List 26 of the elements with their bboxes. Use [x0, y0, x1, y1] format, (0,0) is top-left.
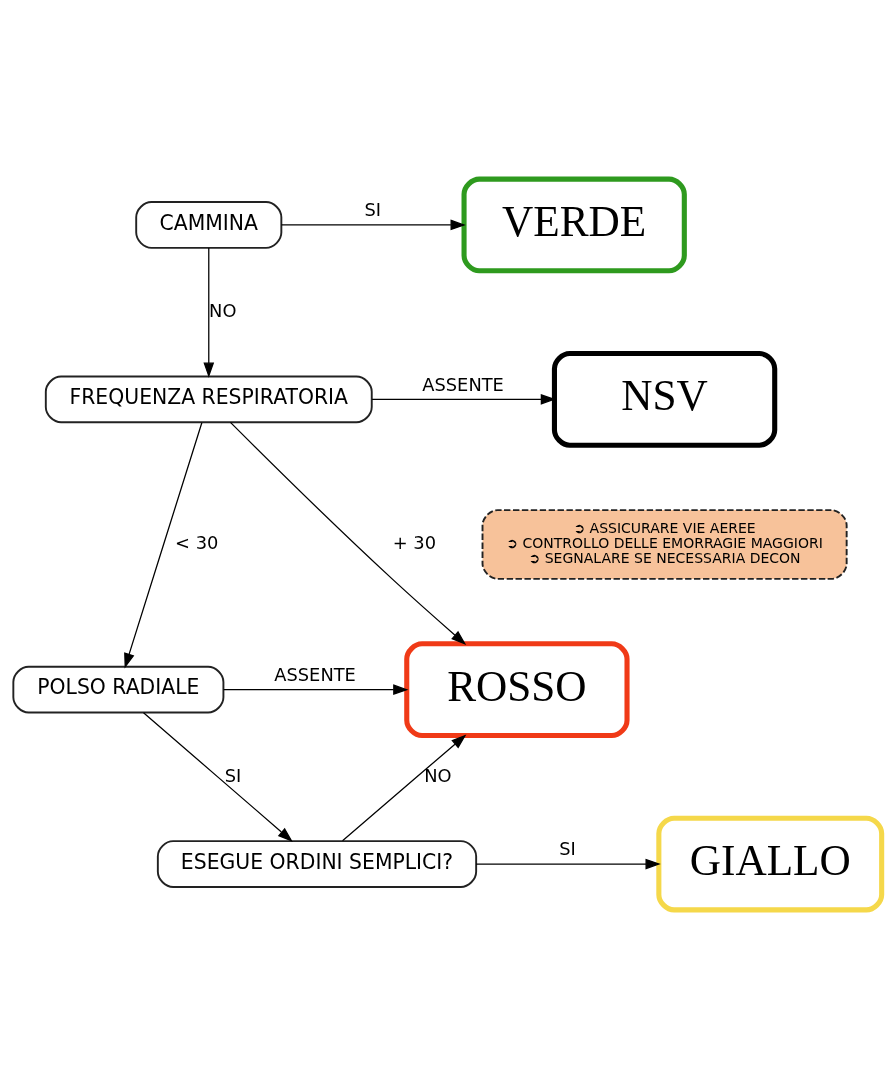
node-box: ESEGUE ORDINI SEMPLICI?: [156, 839, 478, 888]
arrow: [203, 246, 215, 378]
edge-label: NO: [424, 764, 452, 786]
node-box: GIALLO: [656, 815, 885, 912]
node-box: POLSO RADIALE: [12, 665, 225, 713]
arrow: [124, 421, 203, 668]
arrow: [475, 858, 661, 869]
edge-label: < 30: [175, 531, 219, 553]
edge-label: ASSENTE: [422, 373, 504, 395]
edge-label: SI: [364, 198, 381, 220]
edge-label: + 30: [392, 531, 437, 553]
edge-label: ASSENTE: [274, 663, 356, 685]
node-box: FREQUENZA RESPIRATORIA: [44, 375, 373, 423]
edge-label: NO: [209, 299, 237, 321]
arrow: [222, 683, 409, 695]
node-box: CAMMINA: [135, 200, 283, 249]
edge-label: SI: [559, 837, 576, 859]
arrow: [229, 421, 467, 645]
node-box: VERDE: [461, 176, 687, 273]
edge-label: SI: [224, 764, 242, 786]
arrow: [341, 733, 467, 841]
node-box: NSV: [551, 350, 778, 448]
arrow: [280, 219, 466, 230]
node-box: ➲ ASSICURARE VIE AEREE ➲ CONTROLLO DELLE EMORRAGIE MAGGIORI ➲ SEGNALARE SE NECESSARIA DECON: [481, 508, 848, 580]
arrow: [142, 711, 293, 842]
node-box: ROSSO: [404, 640, 630, 738]
